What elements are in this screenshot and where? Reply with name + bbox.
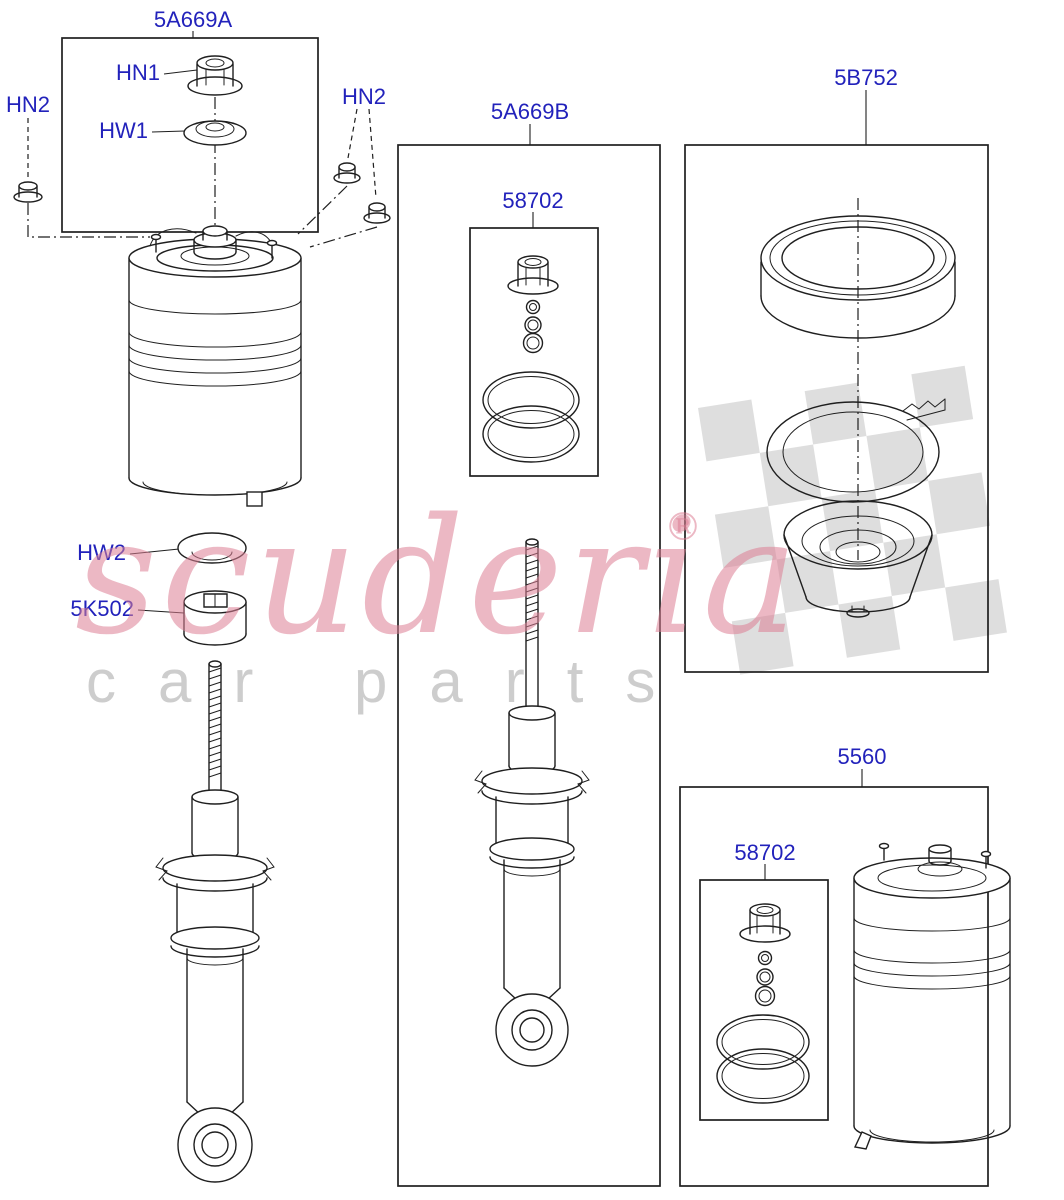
air-spring-front-drawing — [128, 225, 302, 507]
group-boxes — [61, 37, 989, 1187]
box-air-spring-kit — [679, 786, 989, 1187]
washer-hw2-drawing — [177, 532, 247, 564]
top-mount-washer-hw1 — [183, 120, 247, 146]
shock-absorber-front-drawing — [155, 660, 275, 1183]
watermark: scuderia ® car parts — [75, 483, 802, 715]
watermark-registered-mark: ® — [664, 505, 702, 549]
piston-cup-drawing — [783, 500, 933, 618]
bushing-5k502-drawing — [183, 590, 247, 646]
label-assembly-a: 5A669A — [154, 7, 233, 32]
label-seal-kit-b: 58702 — [502, 188, 563, 213]
box-seal-kit-d — [699, 879, 829, 1121]
label-assembly-b: 5A669B — [491, 99, 569, 124]
top-mount-nut-hn1 — [187, 55, 243, 96]
label-washer-hw2: HW2 — [77, 540, 126, 565]
dust-cover-ring-drawing — [760, 215, 956, 339]
box-cover-kit — [684, 144, 989, 673]
label-cover-kit: 5B752 — [834, 65, 898, 90]
seal-kit-b-contents-drawing — [482, 255, 580, 463]
part-labels: 5A669A HN1 HW1 HN2 HN2 HW2 5K502 5A669B … — [6, 7, 898, 865]
label-air-spring-kit: 5560 — [838, 744, 887, 769]
stud-nuts-hn2-right — [333, 162, 391, 224]
centerlines — [27, 97, 859, 560]
shock-absorber-middle-drawing — [474, 538, 590, 1067]
box-assembly-a — [61, 37, 319, 233]
label-bushing-5k502: 5K502 — [70, 596, 134, 621]
label-nut-hn2-right: HN2 — [342, 84, 386, 109]
box-seal-kit-b — [469, 227, 599, 477]
clamp-band-drawing — [766, 398, 946, 503]
air-spring-rear-drawing — [853, 842, 1011, 1150]
watermark-tagline: car parts — [86, 648, 697, 715]
box-assembly-b — [397, 144, 661, 1187]
watermark-brand: scuderia — [75, 483, 802, 670]
watermark-checkered-flag-icon — [698, 365, 1007, 675]
seal-kit-d-contents-drawing — [716, 903, 810, 1104]
label-nut-hn2-left: HN2 — [6, 92, 50, 117]
leader-lines — [27, 31, 867, 880]
label-seal-kit-d: 58702 — [734, 840, 795, 865]
label-nut-hn1: HN1 — [116, 60, 160, 85]
label-washer-hw1: HW1 — [99, 118, 148, 143]
stud-nut-hn2-left — [13, 181, 43, 203]
